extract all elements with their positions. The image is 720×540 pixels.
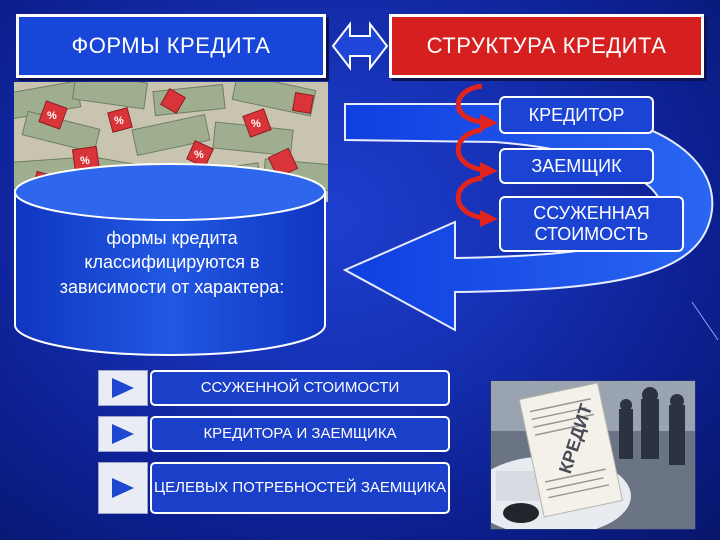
classification-text: формы кредита классифицируются в зависим… [59, 228, 285, 297]
form-item-label: ССУЖЕННОЙ СТОИМОСТИ [150, 370, 450, 406]
double-arrow-icon [331, 21, 389, 71]
svg-text:%: % [47, 110, 57, 122]
structure-item-creditor: КРЕДИТОР [499, 96, 654, 134]
svg-text:%: % [114, 115, 124, 127]
classification-cylinder [14, 163, 326, 356]
form-item-creditor-borrower: КРЕДИТОРА И ЗАЕМЩИКА [98, 416, 450, 452]
decorative-line [691, 301, 719, 341]
svg-text:%: % [80, 155, 90, 167]
play-icon [98, 416, 148, 452]
forms-of-credit-title: ФОРМЫ КРЕДИТА [16, 14, 326, 78]
structure-item-borrower: ЗАЕМЩИК [499, 148, 654, 184]
play-icon [98, 370, 148, 406]
form-item-label: КРЕДИТОРА И ЗАЕМЩИКА [150, 416, 450, 452]
red-connector-arrows [455, 83, 498, 227]
svg-text:%: % [251, 118, 261, 130]
form-item-target-needs: ЦЕЛЕВЫХ ПОТРЕБНОСТЕЙ ЗАЕМЩИКА [98, 462, 450, 514]
credit-structure-title: СТРУКТУРА КРЕДИТА [389, 14, 704, 78]
form-item-label: ЦЕЛЕВЫХ ПОТРЕБНОСТЕЙ ЗАЕМЩИКА [150, 462, 450, 514]
car-credit-photo: КРЕДИТ [490, 380, 696, 530]
svg-text:%: % [194, 149, 204, 161]
play-icon [98, 462, 148, 514]
form-item-loan-value: ССУЖЕННОЙ СТОИМОСТИ [98, 370, 450, 406]
structure-item-loan-value: ССУЖЕННАЯ СТОИМОСТЬ [499, 196, 684, 252]
